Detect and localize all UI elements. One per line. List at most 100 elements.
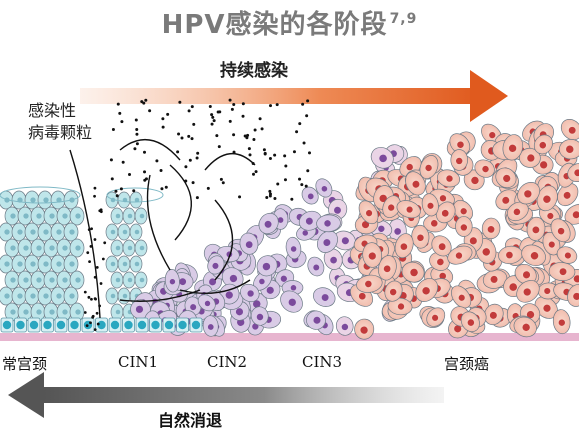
cancer-cell-nucleus [564, 252, 571, 259]
normal-cell [24, 254, 40, 274]
cancer-cell-nucleus [430, 220, 438, 227]
infected-cell-nucleus [256, 313, 264, 321]
infected-cell [307, 256, 325, 277]
cancer-cell-nucleus [482, 248, 490, 256]
cancer-cell [495, 167, 517, 189]
basal-nucleus [124, 320, 133, 330]
virus-dot [90, 227, 93, 231]
virus-dot [298, 122, 302, 126]
normal-cell-nucleus [75, 213, 81, 219]
virus-dot [83, 290, 87, 294]
cancer-cell-nucleus [544, 287, 551, 295]
crypt-cell-nucleus [127, 213, 133, 219]
normal-cell-nucleus [23, 277, 29, 283]
cancer-cell [483, 303, 504, 326]
normal-cell [17, 270, 33, 290]
cancer-cell [498, 245, 523, 265]
basal-nucleus [164, 320, 174, 330]
normal-cell-nucleus [62, 213, 68, 219]
virus-dot [192, 122, 196, 126]
cancer-cell [411, 224, 430, 249]
virus-dot [120, 120, 124, 124]
basal-nucleus [43, 320, 52, 330]
virus-particles [83, 98, 311, 332]
cancer-cell-nucleus [417, 234, 424, 241]
normal-epithelium [0, 186, 85, 322]
cancer-cell-nucleus [522, 271, 531, 279]
cancer-cell [474, 159, 495, 178]
normal-cell-nucleus [30, 197, 36, 203]
cancer-cell-nucleus [422, 287, 430, 295]
normal-cell-nucleus [56, 293, 62, 299]
crypt-cell-nucleus [122, 293, 128, 299]
cancer-cell-nucleus [397, 303, 405, 310]
crypt-cell [117, 287, 131, 305]
cancer-cell-nucleus [456, 157, 463, 165]
cancer-cell [556, 246, 578, 264]
cancer-cell-nucleus [548, 241, 555, 248]
cancer-cell [548, 262, 576, 282]
virus-dot [155, 159, 159, 163]
cancer-cell [481, 217, 501, 240]
infected-cell [316, 230, 338, 253]
normal-cell-nucleus [75, 277, 81, 283]
normal-cell [0, 190, 14, 210]
normal-cell [37, 286, 53, 306]
crypt-cell-nucleus [115, 309, 121, 315]
infected-cell-nucleus [321, 294, 329, 301]
infected-cell-nucleus [190, 304, 197, 311]
cancer-cell [447, 245, 473, 265]
virus-dot [232, 150, 236, 154]
cancer-cell [502, 134, 524, 161]
virus-dot [283, 178, 287, 182]
normal-cell-nucleus [49, 213, 55, 219]
virus-dot [305, 114, 309, 118]
normal-cell [4, 238, 20, 258]
infected-cell [306, 310, 326, 330]
normal-cell [63, 254, 79, 274]
normal-cell-nucleus [36, 309, 42, 315]
normal-cell-nucleus [17, 229, 23, 235]
virus-dot [252, 138, 256, 142]
cancer-cell-nucleus [358, 292, 366, 300]
infected-cell [316, 214, 341, 233]
normal-cell-nucleus [56, 261, 62, 267]
cancer-cell [526, 216, 546, 241]
virus-dot [135, 142, 139, 146]
cancer-cell-nucleus [557, 227, 565, 235]
normal-cell-nucleus [4, 229, 10, 235]
cancer-cell-nucleus [490, 275, 498, 283]
basal-nucleus [29, 320, 39, 330]
crypt-cell-nucleus [115, 277, 121, 283]
normal-cell [63, 222, 79, 242]
virus-dot [306, 99, 310, 103]
virus-dot [195, 196, 199, 200]
infected-cell [240, 283, 260, 303]
cancer-cell [384, 280, 403, 302]
virus-dot [128, 172, 132, 176]
crypt-cell [110, 271, 124, 289]
cancer-cell-nucleus [532, 226, 540, 234]
cancer-cell-nucleus [559, 268, 567, 276]
cancer-cell-nucleus [458, 294, 465, 301]
infected-cell [250, 306, 269, 326]
cancer-cell [514, 263, 537, 285]
cancer-cell-nucleus [360, 326, 368, 334]
crypt-cell-nucleus [139, 277, 145, 283]
virus-dot [188, 158, 192, 162]
virus-dot [206, 186, 210, 190]
virus-dot [263, 152, 267, 156]
stage-cin1: CIN1 [118, 353, 159, 371]
infected-cell-nucleus [253, 300, 261, 308]
normal-cell-nucleus [75, 245, 81, 251]
cancer-cell-nucleus [467, 319, 475, 326]
cancer-cell-nucleus [379, 194, 387, 203]
cancer-cell [435, 201, 456, 224]
infected-cell [164, 269, 180, 293]
virus-dot [306, 169, 310, 173]
infected-cell-nucleus [302, 230, 309, 236]
cancer-cell-nucleus [425, 164, 432, 172]
crypt-cell-nucleus [127, 277, 133, 283]
virus-dot [90, 297, 93, 301]
crypt-cell-nucleus [115, 213, 121, 219]
